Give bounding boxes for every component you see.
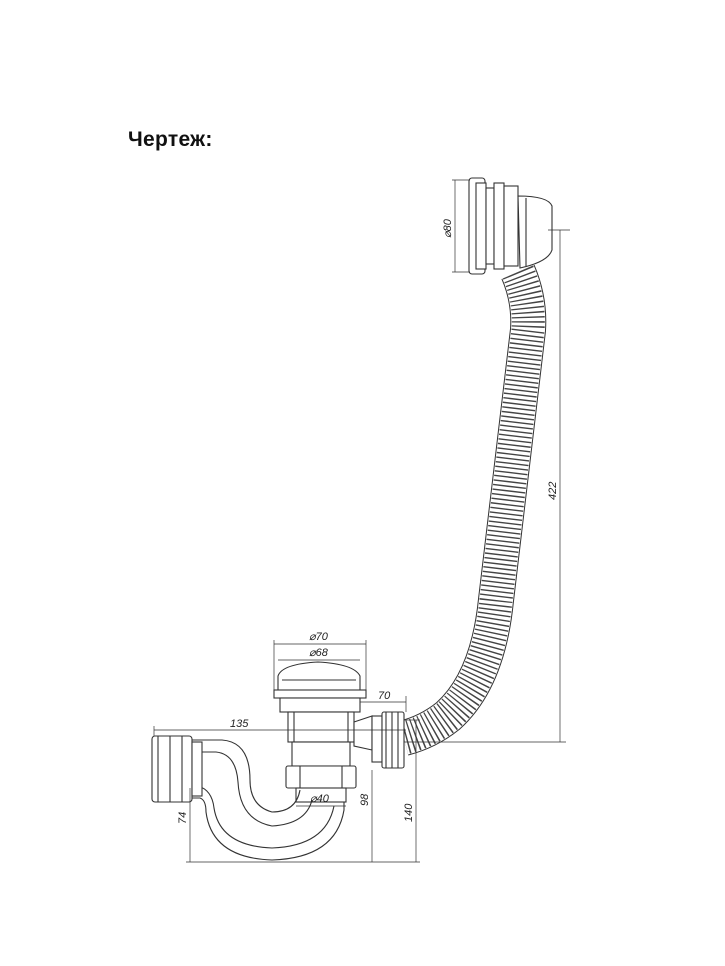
dim-outlet-height: 74	[177, 812, 189, 824]
dim-trap-depth: 98	[359, 793, 371, 806]
drain-assembly	[273, 661, 405, 803]
dim-drain-inner: ⌀68	[309, 647, 329, 659]
dim-total-width: 135	[230, 718, 249, 730]
dim-top-diameter: ⌀80	[442, 218, 454, 238]
dim-total-height: 140	[403, 803, 415, 822]
corrugated-hose	[399, 264, 547, 756]
dim-overflow-length: 422	[547, 482, 559, 500]
outlet-nut	[151, 735, 203, 803]
dim-side-offset: 70	[378, 690, 391, 702]
dim-drain-outer: ⌀70	[309, 631, 329, 643]
overflow-head	[468, 177, 553, 275]
dim-outlet-diameter: ⌀40	[310, 793, 330, 805]
page-title: Чертеж:	[128, 128, 213, 151]
u-bend-trap	[190, 739, 345, 861]
